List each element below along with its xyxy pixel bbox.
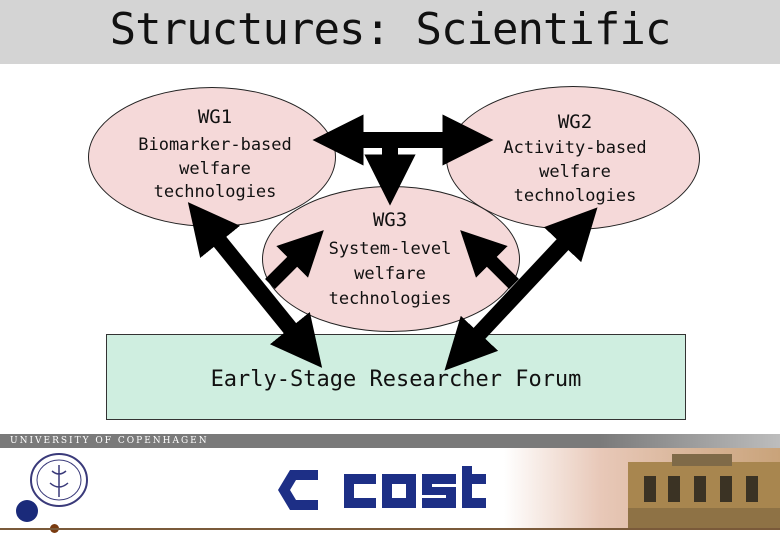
title-bar [0, 0, 780, 64]
arrow-wg2-forum [444, 207, 598, 371]
building-photo [504, 448, 780, 528]
cost-logo-icon [278, 466, 486, 510]
wg3-label: WG3 [372, 209, 408, 231]
forum-label: Early-Stage Researcher Forum [210, 367, 582, 392]
footer-line [0, 528, 780, 530]
wg1-desc-line2: welfare [179, 159, 251, 179]
blue-dot [16, 500, 38, 522]
cost-logo-box [274, 456, 506, 526]
wg1-desc-line1: Biomarker-based [138, 135, 292, 155]
wg3-desc-line1: System-level [328, 239, 452, 259]
arrow-wg3-left [265, 230, 324, 289]
arrow-wg3-right [460, 230, 519, 289]
university-label: UNIVERSITY OF COPENHAGEN [10, 436, 209, 446]
wg2-desc-line2: welfare [539, 162, 611, 182]
wg3-desc-line3: technologies [328, 289, 452, 309]
wg2-label: WG2 [557, 111, 593, 133]
slide-title: Structures: Scientific [109, 4, 672, 55]
wg3-desc-line2: welfare [354, 264, 426, 284]
wg2-desc-line3: technologies [513, 186, 637, 206]
footer-bar-gradient [600, 434, 780, 448]
university-seal-icon [30, 453, 88, 507]
wg1-label: WG1 [197, 106, 233, 128]
footer-bar [0, 434, 780, 448]
wg1-desc-line3: technologies [153, 182, 277, 202]
wg2-desc-line1: Activity-based [503, 138, 647, 158]
arrow-wg1-forum [187, 202, 323, 368]
